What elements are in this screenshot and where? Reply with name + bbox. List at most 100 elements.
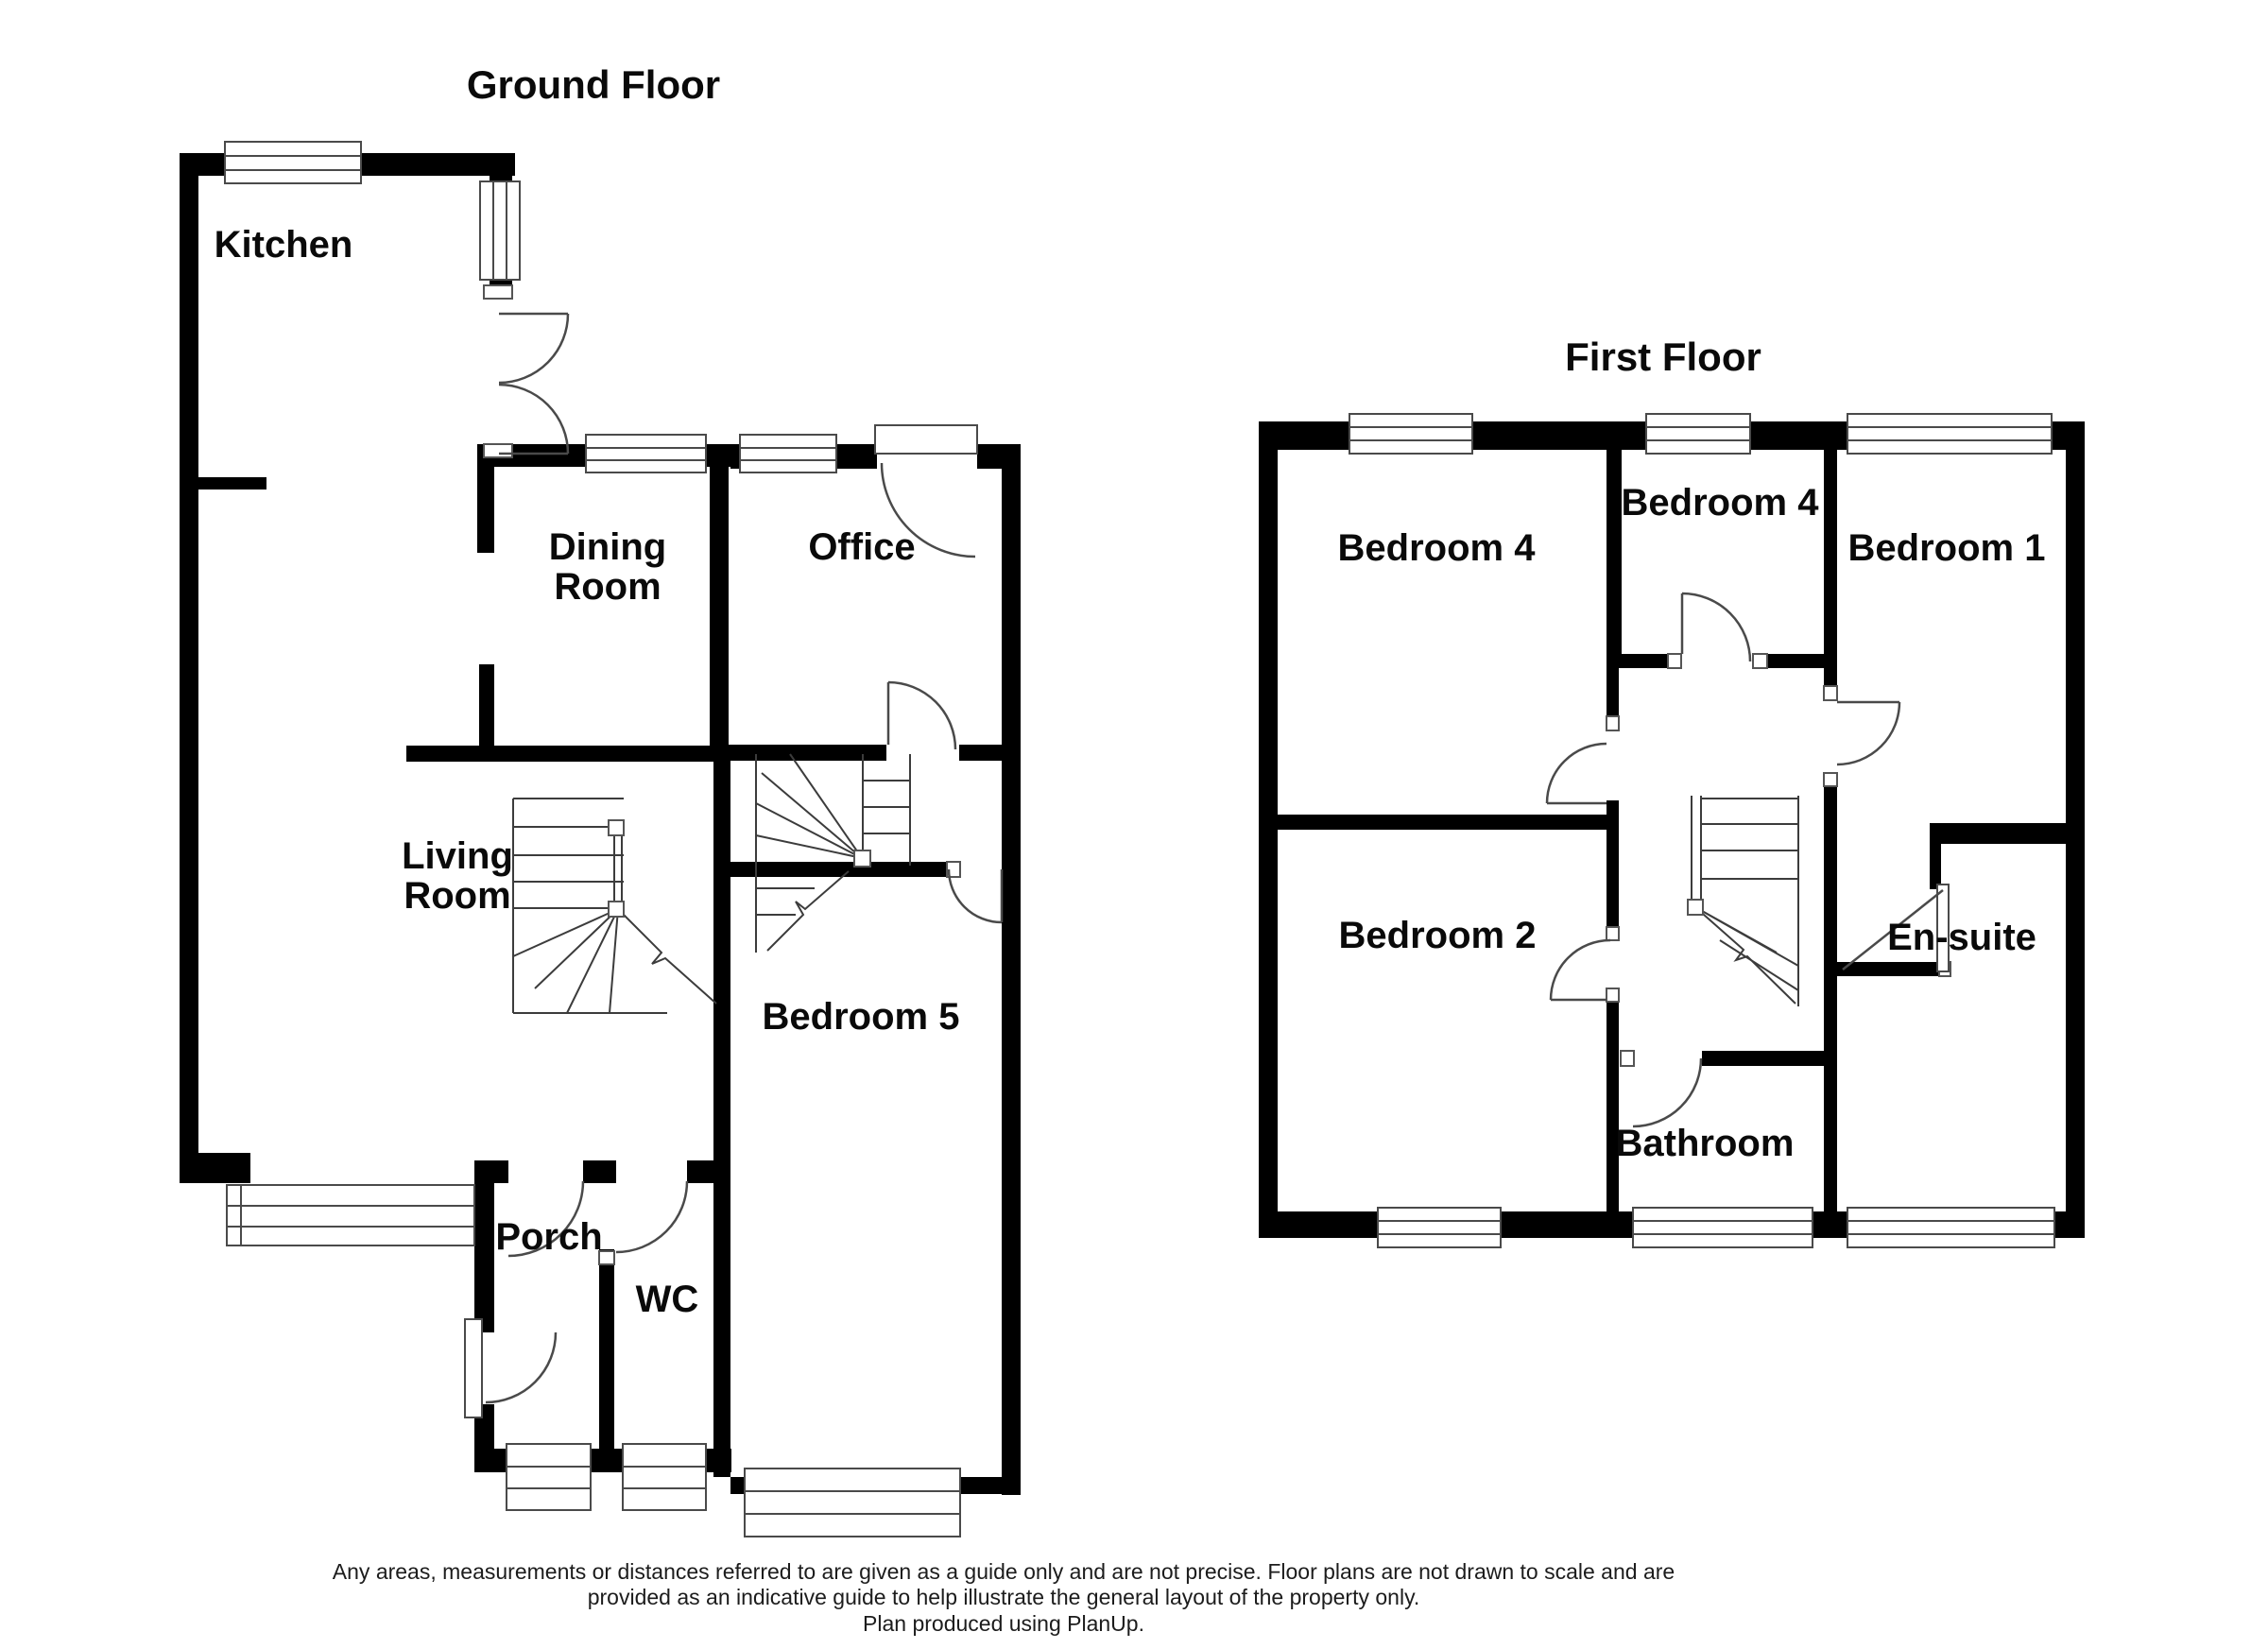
room-label-wc: WC bbox=[636, 1279, 699, 1320]
window-glazing bbox=[1847, 1220, 2054, 1235]
room-label-living-line1: Living bbox=[402, 835, 513, 877]
room-label-dining-line2: Room bbox=[554, 566, 661, 608]
window-glazing bbox=[507, 1466, 591, 1489]
disclaimer-line3: Plan produced using PlanUp. bbox=[863, 1611, 1144, 1636]
window-glazing bbox=[1847, 426, 2052, 441]
door-leaf bbox=[874, 424, 978, 455]
porch-door-swing-arc bbox=[507, 1180, 585, 1258]
window-glazing bbox=[623, 1466, 706, 1489]
ground-walls bbox=[180, 153, 1021, 1495]
door-jamb bbox=[1606, 715, 1620, 731]
window-glazing bbox=[740, 447, 836, 461]
wall-segment bbox=[1606, 421, 1622, 668]
door-swing-arc bbox=[1545, 742, 1607, 804]
ground-labels: Ground Floor Kitchen Dining Room Office … bbox=[215, 62, 960, 1320]
window bbox=[739, 434, 837, 473]
ground-stairs bbox=[512, 753, 911, 1014]
window bbox=[479, 180, 521, 281]
door-leaf bbox=[1936, 884, 1950, 972]
stair-winders bbox=[755, 753, 863, 859]
window-glazing bbox=[1633, 1220, 1813, 1235]
stair-winders bbox=[512, 908, 619, 1014]
bathroom-door-swing-arc bbox=[1632, 1057, 1703, 1128]
wall-segment bbox=[1259, 421, 1278, 1238]
wall-segment bbox=[1278, 815, 1606, 830]
wall-segment bbox=[1622, 654, 1680, 668]
window-glazing bbox=[227, 1185, 474, 1245]
room-label-dining-line1: Dining bbox=[549, 526, 666, 568]
wall-segment bbox=[1606, 1002, 1619, 1211]
stair-lower-treads bbox=[756, 887, 815, 916]
wall-segment bbox=[1837, 962, 1947, 976]
french-doors bbox=[498, 312, 570, 455]
wall-segment bbox=[1606, 668, 1619, 730]
stair-winders bbox=[1694, 906, 1799, 991]
door-swing-arc bbox=[1836, 701, 1901, 766]
room-label-bedroom4-middle: Bedroom 4 bbox=[1622, 482, 1820, 524]
first-labels: First Floor Bedroom 4 Bedroom 4 Bedroom … bbox=[1338, 335, 2046, 1164]
room-label-bedroom5: Bedroom 5 bbox=[763, 996, 960, 1038]
first-doors bbox=[1545, 592, 1950, 1128]
door-jamb bbox=[1667, 653, 1682, 669]
door-swing-arc bbox=[887, 680, 957, 750]
bedroom2-door bbox=[1549, 938, 1611, 1002]
door-jamb bbox=[1823, 685, 1838, 701]
window bbox=[622, 1443, 707, 1511]
landing-staircase bbox=[1687, 796, 1799, 1006]
door-leaf bbox=[499, 312, 568, 455]
room-label-kitchen: Kitchen bbox=[215, 224, 353, 266]
window bbox=[585, 434, 707, 473]
window bbox=[506, 1443, 592, 1511]
room-label-bedroom2: Bedroom 2 bbox=[1339, 915, 1537, 956]
bedroom4-left-door bbox=[1545, 742, 1607, 805]
room-label-living-line2: Room bbox=[404, 875, 510, 917]
stair-newel bbox=[853, 850, 871, 867]
stair-newel bbox=[1687, 899, 1704, 916]
wall-segment bbox=[730, 862, 947, 877]
door-swing-arc bbox=[498, 313, 570, 455]
window-glazing bbox=[1349, 426, 1472, 441]
wall-segment bbox=[180, 477, 266, 490]
room-label-bedroom1: Bedroom 1 bbox=[1848, 527, 2046, 569]
stair-treads bbox=[1691, 796, 1799, 1006]
office-door bbox=[886, 680, 957, 750]
bedroom5-door bbox=[947, 868, 1004, 924]
wc-door-swing-arc bbox=[615, 1180, 689, 1254]
wall-segment bbox=[1606, 815, 1619, 927]
wall-segment bbox=[477, 444, 494, 553]
door-swing-arc bbox=[880, 462, 976, 558]
door-jamb bbox=[946, 861, 961, 878]
disclaimer-line1: Any areas, measurements or distances ref… bbox=[333, 1559, 1675, 1584]
wall-segment bbox=[713, 745, 730, 1477]
window-glazing bbox=[1378, 1220, 1501, 1235]
door-jamb bbox=[1606, 988, 1620, 1003]
stair-treads bbox=[755, 754, 911, 953]
wall-segment bbox=[1002, 444, 1021, 1495]
first-floor-title: First Floor bbox=[1565, 335, 1761, 379]
first-floor-plan: First Floor Bedroom 4 Bedroom 4 Bedroom … bbox=[1259, 335, 2085, 1248]
window bbox=[744, 1468, 961, 1537]
stair-break-line bbox=[1694, 906, 1796, 1005]
window-glazing bbox=[586, 447, 706, 461]
window-glazing bbox=[745, 1490, 960, 1515]
first-windows bbox=[1349, 413, 2055, 1248]
window bbox=[1847, 413, 2053, 455]
wall-segment bbox=[1755, 654, 1824, 668]
ground-floor-title: Ground Floor bbox=[467, 62, 720, 107]
room-label-bathroom: Bathroom bbox=[1616, 1123, 1795, 1164]
wall-segment bbox=[406, 746, 730, 762]
room-label-porch: Porch bbox=[495, 1216, 602, 1258]
stair-newel bbox=[608, 819, 625, 836]
wall-segment bbox=[710, 745, 886, 761]
disclaimer-line2: provided as an indicative guide to help … bbox=[588, 1585, 1420, 1609]
door-jamb bbox=[1620, 1050, 1635, 1067]
wall-segment bbox=[180, 1153, 250, 1183]
door-jamb bbox=[1823, 772, 1838, 787]
wall-segment bbox=[1606, 800, 1619, 815]
bay-window bbox=[226, 1184, 475, 1246]
wall-segment bbox=[479, 664, 494, 754]
front-door bbox=[874, 424, 978, 558]
window bbox=[1645, 413, 1751, 455]
